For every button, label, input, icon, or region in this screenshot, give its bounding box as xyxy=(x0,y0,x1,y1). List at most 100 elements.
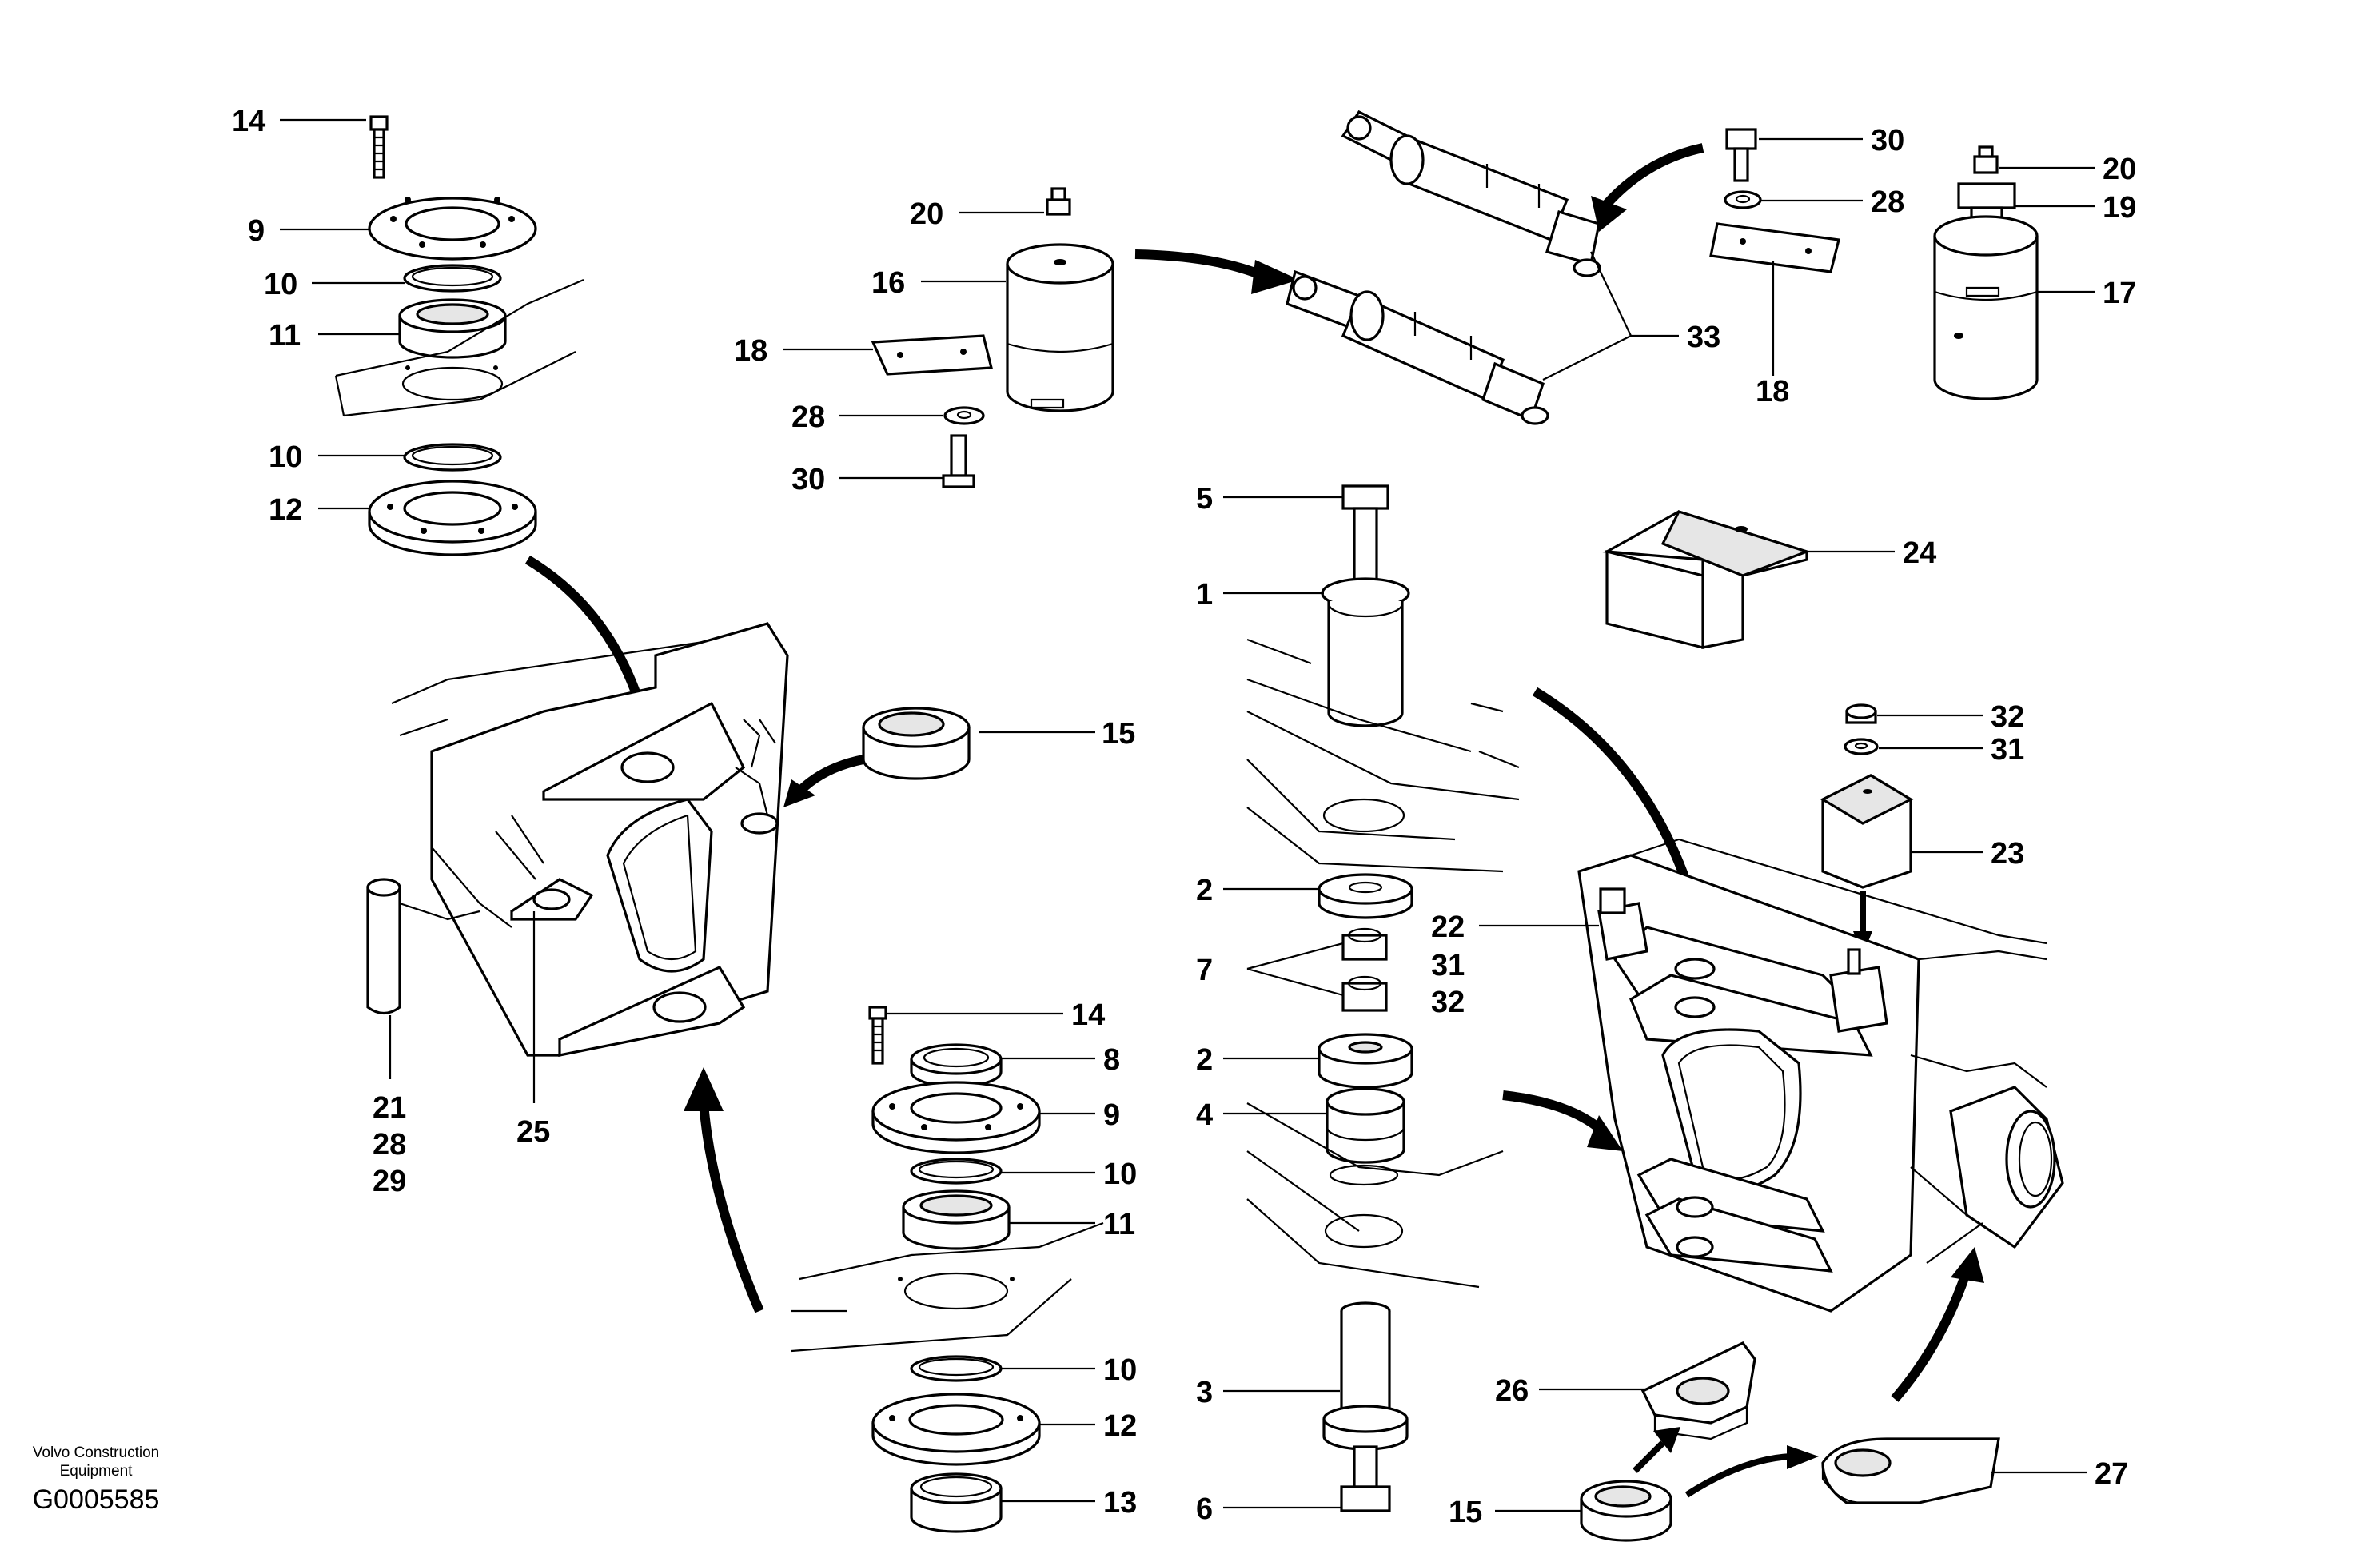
callout-12-top: 12 xyxy=(269,493,302,527)
callout-1: 1 xyxy=(1196,578,1213,612)
arrow-24-to-frame xyxy=(1532,687,1696,897)
arrow-15-to-26 xyxy=(1633,1440,1665,1473)
left-frame-bracket xyxy=(391,622,789,1057)
arrow-15-to-27 xyxy=(1684,1453,1792,1498)
plate-18-right xyxy=(1709,222,1840,273)
callout-20-center: 20 xyxy=(910,197,943,231)
sensor-22 xyxy=(1597,887,1648,961)
washer-31-top xyxy=(1844,738,1879,755)
seal-ring-10-lower-a xyxy=(910,1158,1003,1185)
callout-9-lower: 9 xyxy=(1103,1098,1120,1132)
hydraulic-cylinder-33-lower xyxy=(1286,269,1549,425)
callout-26: 26 xyxy=(1495,1374,1529,1408)
bolt-6 xyxy=(1340,1445,1391,1512)
flange-12-top xyxy=(368,480,537,556)
callout-14-top: 14 xyxy=(232,105,265,138)
callout-13: 13 xyxy=(1103,1486,1137,1520)
arrow-bushing-to-frame xyxy=(795,755,865,795)
callout-14-lower: 14 xyxy=(1071,998,1105,1032)
callout-10-second: 10 xyxy=(269,440,302,474)
cylinder-block-17 xyxy=(1933,215,2039,400)
grease-nipple-20-right xyxy=(1973,145,1999,174)
flange-9-top xyxy=(368,197,537,261)
nut-7-upper xyxy=(1341,927,1388,961)
block-23 xyxy=(1820,774,1914,889)
drawing-code: G0005585 xyxy=(32,1484,160,1515)
callout-6: 6 xyxy=(1196,1492,1213,1526)
seal-ring-10-lower xyxy=(403,443,502,472)
callout-30-center: 30 xyxy=(791,463,825,496)
callout-25: 25 xyxy=(516,1115,550,1149)
plate-27 xyxy=(1821,1437,2000,1504)
callout-15-bottom: 15 xyxy=(1449,1496,1482,1529)
callout-19: 19 xyxy=(2103,191,2136,225)
company-line-2: Equipment xyxy=(59,1463,133,1480)
callout-32-middle: 32 xyxy=(1431,986,1465,1019)
company-line-1: Volvo Construction xyxy=(32,1444,160,1461)
plate-26 xyxy=(1640,1341,1756,1440)
hydraulic-cylinder-33-upper xyxy=(1341,110,1601,277)
pin-1 xyxy=(1321,577,1410,727)
callout-3: 3 xyxy=(1196,1376,1213,1409)
seal-8 xyxy=(910,1043,1003,1088)
bushing-15-bottom xyxy=(1580,1480,1672,1542)
arrow-stack-to-frame xyxy=(524,555,644,705)
callout-22: 22 xyxy=(1431,910,1465,944)
washer-28-center xyxy=(943,406,985,425)
frame-plate-lower xyxy=(791,1221,1104,1353)
bearing-11-lower xyxy=(902,1189,1011,1250)
bolt-30-right xyxy=(1725,128,1757,182)
seal-ring-10-lower-b xyxy=(910,1355,1003,1382)
pin-21-28-29 xyxy=(366,878,480,1015)
frame-plate-top xyxy=(334,278,584,417)
sensor-23-mounted xyxy=(1829,948,1888,1033)
flange-9-lower xyxy=(871,1081,1041,1154)
bearing-11-top xyxy=(398,298,507,359)
pin-3 xyxy=(1322,1301,1409,1451)
callout-28-left: 28 xyxy=(373,1128,406,1162)
callout-11-top: 11 xyxy=(269,319,301,353)
grease-nipple-20-center xyxy=(1046,187,1071,216)
bolt-5 xyxy=(1341,484,1389,582)
right-frame-bracket xyxy=(1577,838,2064,1313)
callout-18-center: 18 xyxy=(734,334,767,368)
callout-7: 7 xyxy=(1196,954,1213,987)
callout-28-center: 28 xyxy=(791,400,825,434)
callout-31-middle: 31 xyxy=(1431,949,1465,982)
callout-31-top: 31 xyxy=(1991,733,2024,767)
callout-10-third: 10 xyxy=(1103,1158,1137,1191)
arrow-27-to-frame xyxy=(1891,1269,1971,1402)
callout-10-fourth: 10 xyxy=(1103,1353,1137,1387)
callout-11-lower: 11 xyxy=(1103,1208,1135,1241)
callout-5: 5 xyxy=(1196,482,1213,516)
callout-2-upper: 2 xyxy=(1196,874,1213,907)
nut-7-lower xyxy=(1341,975,1388,1012)
center-frame-plate-upper xyxy=(1246,638,1520,873)
callout-15-top: 15 xyxy=(1102,717,1135,751)
center-frame-plate-lower xyxy=(1246,1102,1504,1289)
callout-24: 24 xyxy=(1903,536,1936,570)
seal-ring-10-top xyxy=(403,264,502,293)
callout-29: 29 xyxy=(373,1165,406,1198)
bushing-4 xyxy=(1326,1087,1405,1164)
callout-12-lower: 12 xyxy=(1103,1409,1137,1443)
callout-4: 4 xyxy=(1196,1098,1213,1132)
bolt-14-top xyxy=(369,115,389,179)
nut-32-top xyxy=(1845,703,1877,724)
callout-9-top: 9 xyxy=(248,214,265,248)
arrow-block-to-cylinder xyxy=(1134,249,1266,281)
washer-28-right xyxy=(1724,190,1762,209)
callout-28-right: 28 xyxy=(1871,185,1904,219)
callout-17: 17 xyxy=(2103,277,2136,310)
callout-18-right: 18 xyxy=(1756,375,1789,408)
bolt-30-center xyxy=(942,434,975,488)
bushing-15-top xyxy=(862,707,971,780)
callout-32-top: 32 xyxy=(1991,700,2024,734)
callout-27: 27 xyxy=(2095,1457,2128,1491)
spacer-2-upper xyxy=(1318,873,1413,919)
arrow-lower-stack-to-frame xyxy=(699,1102,764,1313)
flange-12-lower xyxy=(871,1393,1041,1466)
callout-16: 16 xyxy=(871,266,905,300)
